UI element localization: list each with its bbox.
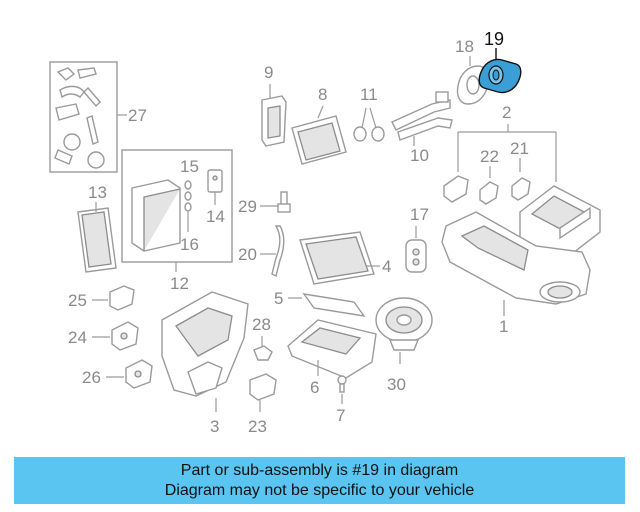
callout-17: 17 <box>410 205 429 224</box>
part-2-housing[interactable] <box>519 185 601 261</box>
part-2-subparts[interactable] <box>443 175 531 205</box>
info-banner: Part or sub-assembly is #19 in diagram D… <box>14 457 625 504</box>
callout-6: 6 <box>310 378 319 397</box>
parts-diagram: 27 13 12 15 16 14 9 8 11 <box>49 29 601 436</box>
callout-1: 1 <box>499 317 508 336</box>
callout-28: 28 <box>252 315 271 334</box>
callout-21: 21 <box>510 139 529 158</box>
callout-7: 7 <box>336 406 345 425</box>
callout-19: 19 <box>484 29 504 49</box>
part-11-orings[interactable] <box>353 126 385 142</box>
part-23-resistor[interactable] <box>249 373 277 401</box>
callout-18: 18 <box>455 37 474 56</box>
part-25-bracket[interactable] <box>109 285 135 311</box>
part-10-pipes[interactable] <box>391 91 453 141</box>
callout-9: 9 <box>264 63 273 82</box>
part-1-hvac-case[interactable] <box>441 211 591 305</box>
callout-13: 13 <box>88 183 107 202</box>
callout-14: 14 <box>206 207 225 226</box>
callout-26: 26 <box>82 368 101 387</box>
part-9-bracket[interactable] <box>261 95 287 147</box>
part-26-actuator[interactable] <box>125 359 153 389</box>
part-24-actuator[interactable] <box>111 321 139 351</box>
callout-29: 29 <box>238 197 257 216</box>
callout-25: 25 <box>68 291 87 310</box>
callout-22: 22 <box>480 147 499 166</box>
callout-8: 8 <box>318 85 327 104</box>
part-4-filter-tray[interactable] <box>299 231 375 285</box>
part-15-oring[interactable] <box>184 180 192 212</box>
part-3-lower-case[interactable] <box>161 291 249 397</box>
banner-line-1: Part or sub-assembly is #19 in diagram <box>180 462 459 479</box>
part-19-highlighted[interactable] <box>478 58 522 94</box>
callout-23: 23 <box>248 417 267 436</box>
part-6-panel[interactable] <box>287 319 377 379</box>
part-29-bolt[interactable] <box>277 191 291 213</box>
part-8-heater-core[interactable] <box>291 115 347 165</box>
callout-4: 4 <box>382 257 391 276</box>
part-28-clip[interactable] <box>253 345 273 361</box>
part-5-seal[interactable] <box>302 293 366 317</box>
part-14-sensor[interactable] <box>207 169 223 193</box>
callout-15: 15 <box>180 157 199 176</box>
callout-30: 30 <box>387 375 406 394</box>
part-13-filter[interactable] <box>77 207 117 273</box>
callout-5: 5 <box>274 289 283 308</box>
callout-27: 27 <box>128 106 147 125</box>
callout-16: 16 <box>180 235 199 254</box>
part-12-evaporator[interactable] <box>131 179 181 252</box>
part-7-clip[interactable] <box>337 375 347 393</box>
banner-line-2: Diagram may not be specific to your vehi… <box>164 482 475 499</box>
part-27-group[interactable] <box>49 61 118 173</box>
part-20-hose[interactable] <box>271 225 285 278</box>
callout-2: 2 <box>502 103 511 122</box>
callout-11: 11 <box>360 85 378 104</box>
part-30-blower-motor[interactable] <box>375 297 433 351</box>
callout-24: 24 <box>68 328 87 347</box>
callout-20: 20 <box>238 245 257 264</box>
callout-12: 12 <box>170 274 189 293</box>
part-17-actuator[interactable] <box>405 239 427 273</box>
callout-3: 3 <box>210 417 219 436</box>
callout-10: 10 <box>410 146 429 165</box>
